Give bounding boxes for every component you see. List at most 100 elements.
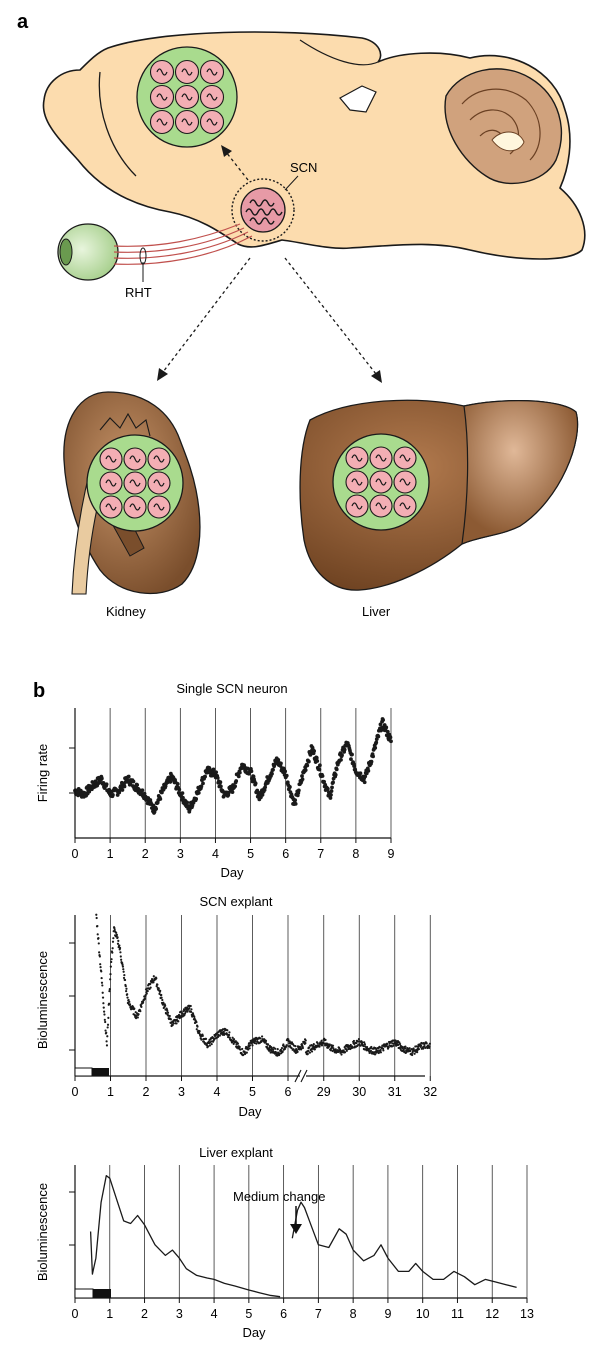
chart2-data-point xyxy=(334,1048,337,1051)
chart2-data-point xyxy=(112,937,115,940)
chart2-data-point xyxy=(100,981,104,984)
liver-cells xyxy=(345,446,417,518)
chart1-tick-label: 2 xyxy=(142,847,149,861)
chart2-data-point xyxy=(121,963,124,966)
chart1-data-point xyxy=(126,774,131,779)
chart2-data-point xyxy=(245,1051,248,1054)
chart3-tick-label: 5 xyxy=(245,1307,252,1321)
oscillation-wave-icon xyxy=(153,479,165,487)
chart2-data-point xyxy=(161,998,164,1002)
chart2-data-point xyxy=(137,1013,140,1016)
chart2-data-point xyxy=(195,1020,198,1024)
chart2-data-point xyxy=(308,1046,311,1049)
chart2-tick-label: 0 xyxy=(72,1085,79,1099)
chart2-data-point xyxy=(95,913,98,916)
chart2-data-point xyxy=(260,1035,264,1038)
chart1-gridlines xyxy=(109,708,392,838)
chart1-title: Single SCN neuron xyxy=(176,681,287,696)
chart2-data-point xyxy=(417,1047,420,1051)
panel-b-letter: b xyxy=(33,680,45,702)
chart1-x-title: Day xyxy=(220,865,244,880)
chart3-tick-label: 7 xyxy=(315,1307,322,1321)
chart2-data-point xyxy=(166,1011,170,1014)
chart2-data-point xyxy=(207,1045,210,1048)
chart3-tick-label: 0 xyxy=(72,1307,79,1321)
chart2-data-point xyxy=(128,1003,132,1006)
chart2-data-point xyxy=(175,1022,178,1025)
chart2-data-point xyxy=(190,1008,193,1011)
chart2-data-point xyxy=(198,1030,201,1033)
chart2-data-point xyxy=(222,1030,225,1033)
chart2-data-point xyxy=(425,1042,428,1045)
oscillation-wave-icon xyxy=(129,455,141,463)
chart2-data-point xyxy=(189,1004,192,1008)
chart2-data-point xyxy=(169,1018,172,1021)
chart2-data-point xyxy=(123,978,127,982)
chart1-data-point xyxy=(296,788,301,793)
chart2-data-point xyxy=(267,1043,270,1046)
chart2-data-point xyxy=(146,989,149,993)
oscillation-wave-icon xyxy=(206,118,218,126)
chart2-data-point xyxy=(126,993,129,996)
chart2-data-point xyxy=(98,955,101,958)
chart2-data-point xyxy=(404,1045,407,1048)
chart2-data-point xyxy=(221,1028,225,1031)
chart2-data-point xyxy=(105,1040,108,1043)
oscillation-wave-icon xyxy=(105,503,117,511)
chart2-data-point xyxy=(355,1041,358,1045)
chart3-tick-label: 11 xyxy=(451,1307,464,1321)
chart2-data-point xyxy=(104,1020,107,1024)
chart2-data-point xyxy=(296,1050,299,1053)
chart2-data-point xyxy=(105,1031,108,1034)
oscillation-wave-icon xyxy=(153,455,165,463)
chart2-data-point xyxy=(248,1047,251,1050)
oscillation-wave-icon xyxy=(375,454,387,462)
chart2-data-point xyxy=(320,1039,323,1042)
chart2-data-point xyxy=(140,1005,143,1008)
chart2-tick-label: 2 xyxy=(143,1085,150,1099)
arrow-scn-to-liver xyxy=(284,257,377,375)
chart2-data-point xyxy=(300,1048,303,1051)
chart2-data-point xyxy=(329,1049,332,1052)
chart1-data-point xyxy=(303,768,308,773)
chart2-data-point xyxy=(281,1050,284,1053)
chart1-data-point xyxy=(331,780,335,785)
kidney-cells xyxy=(99,447,171,519)
chart3-tick-label: 8 xyxy=(350,1307,357,1321)
panel-a-letter: a xyxy=(17,11,29,33)
chart2-data-point xyxy=(108,989,111,993)
chart1-data-point xyxy=(333,772,338,777)
oscillation-wave-icon xyxy=(206,68,218,76)
chart2-data-point xyxy=(97,937,100,940)
chart2-data-point xyxy=(290,1046,293,1050)
chart1-data-point xyxy=(334,767,339,772)
scn-cluster xyxy=(231,178,295,242)
chart1-data-point xyxy=(388,735,393,740)
chart1-data-point xyxy=(111,793,115,797)
chart2-data-point xyxy=(352,1039,356,1043)
chart2-data-point xyxy=(122,976,126,980)
chart1-data-point xyxy=(120,788,125,792)
chart2-data-point xyxy=(125,987,128,990)
chart2-data-point xyxy=(109,965,112,968)
chart2-data-point xyxy=(156,983,159,986)
chart2-data-point xyxy=(118,944,121,947)
chart1-data-point xyxy=(180,791,185,796)
chart1-data-point xyxy=(318,763,322,768)
chart2-data-point xyxy=(136,1016,139,1019)
oscillation-wave-icon xyxy=(156,118,168,126)
chart1-data-point xyxy=(363,774,368,779)
chart1-data-point xyxy=(253,781,258,786)
chart3-tick-label: 2 xyxy=(141,1307,148,1321)
chart2-data-point xyxy=(376,1049,380,1053)
chart1-tick-label: 0 xyxy=(72,847,79,861)
chart2-data-point xyxy=(416,1051,419,1054)
chart2-data-point xyxy=(308,1051,312,1054)
chart2-data-point xyxy=(122,970,125,973)
chart2-data-point xyxy=(331,1044,335,1047)
chart2-data-point xyxy=(133,1007,136,1010)
chart2-data-point xyxy=(363,1041,366,1044)
chart2-data-point xyxy=(118,946,122,950)
chart2-data-point xyxy=(369,1049,373,1053)
chart1-data-point xyxy=(315,759,320,763)
